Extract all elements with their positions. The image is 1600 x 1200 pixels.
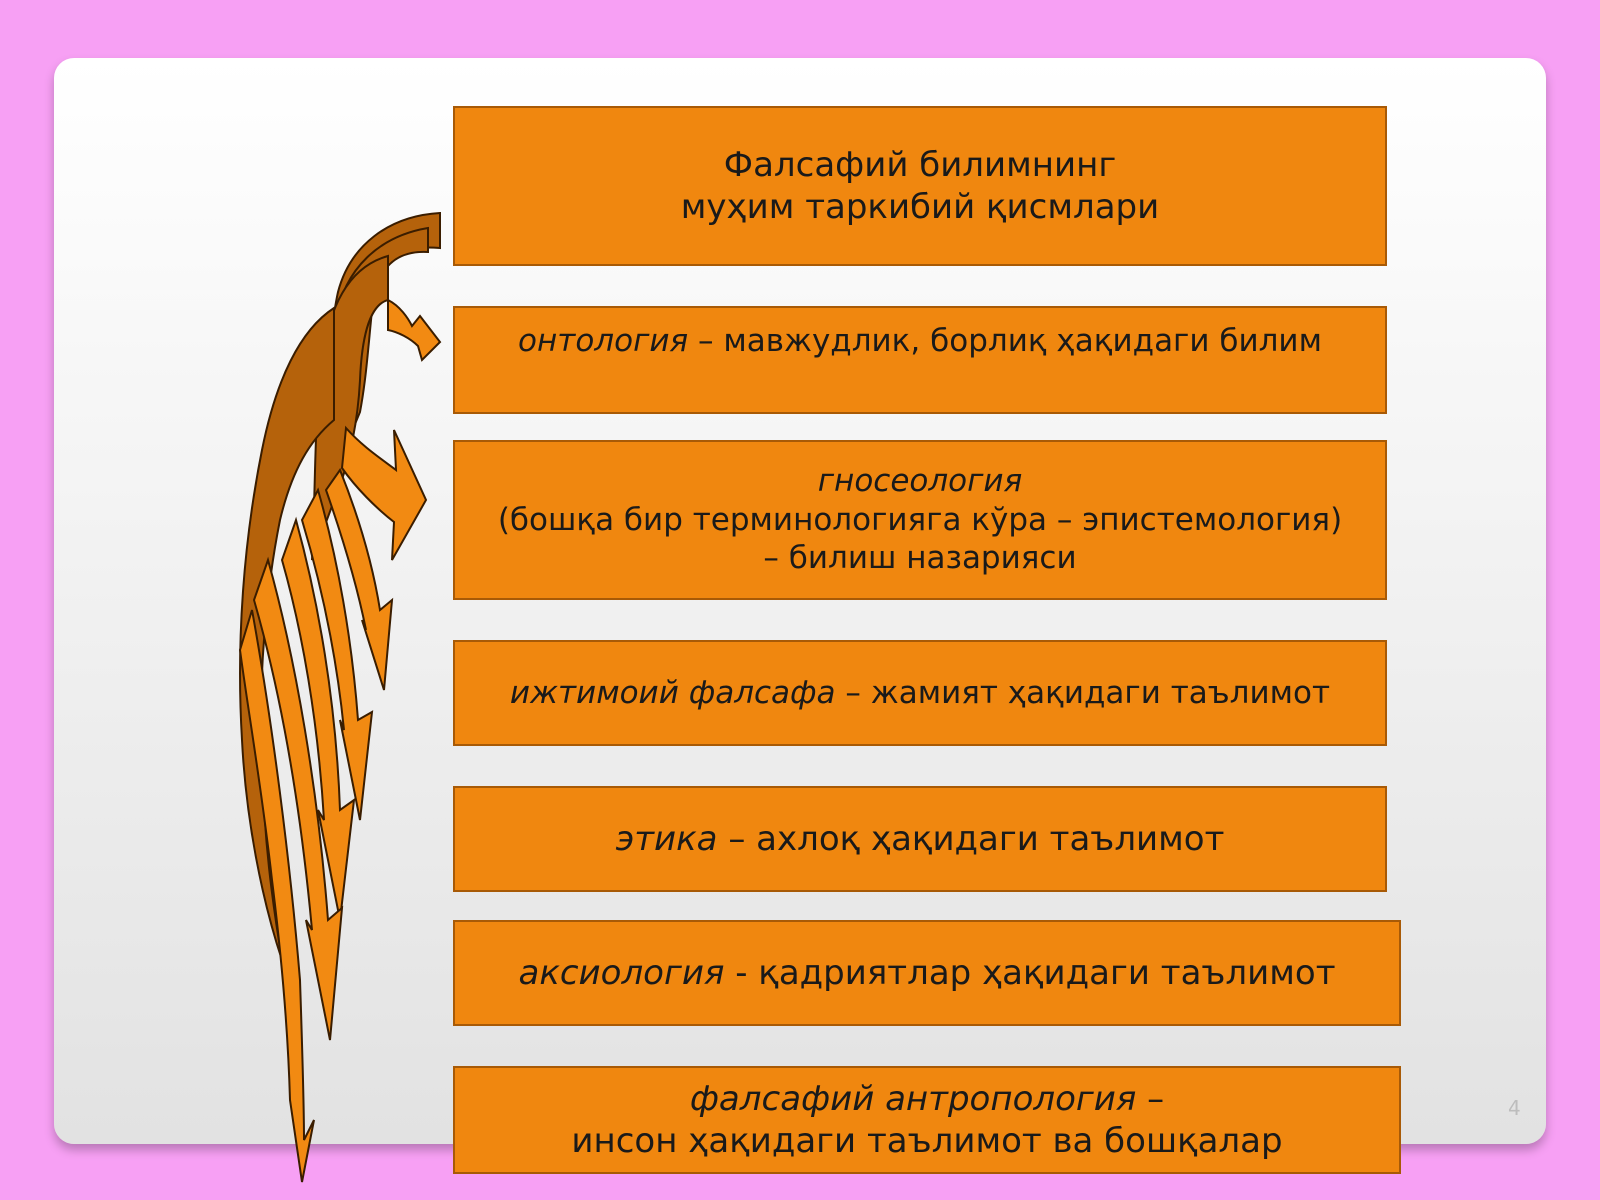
item-description: – билиш назарияси <box>763 540 1077 577</box>
item-term: этика <box>615 818 718 859</box>
curved-arrow-icon <box>238 609 315 1183</box>
item-term: ижтимоий фалсафа <box>509 674 836 711</box>
item-text-anthropology-2: инсон ҳақидаги таълимот ва бошқалар <box>571 1121 1283 1161</box>
title-line-1: Фалсафий билимнинг <box>723 144 1117 185</box>
item-box-gnoseology: гносеология (бошқа бир терминологияга кў… <box>453 440 1387 600</box>
item-term: фалсафий антропология <box>689 1078 1137 1119</box>
curved-arrow-icon <box>252 556 344 1041</box>
item-text-anthropology-1: фалсафий антропология – <box>690 1078 1164 1121</box>
item-box-ethics: этика – ахлоқ ҳақидаги таълимот <box>453 786 1387 892</box>
item-box-ontology: онтология – мавжудлик, борлиқ ҳақидаги б… <box>453 306 1387 414</box>
item-description: – жамият ҳақидаги таълимот <box>835 674 1331 711</box>
curved-arrow-icon <box>300 487 374 821</box>
item-term: гносеология <box>817 462 1023 499</box>
item-description: – <box>1136 1078 1165 1119</box>
slide-number: 4 <box>1508 1096 1521 1120</box>
item-box-axiology: аксиология - қадриятлар ҳақидаги таълимо… <box>453 920 1401 1026</box>
item-text-social-philosophy: ижтимоий фалсафа – жамият ҳақидаги таъли… <box>510 674 1330 713</box>
item-text-ethics: этика – ахлоқ ҳақидаги таълимот <box>616 818 1225 861</box>
curved-arrow-icon <box>340 425 428 561</box>
item-text-ontology: онтология – мавжудлик, борлиқ ҳақидаги б… <box>518 322 1322 361</box>
item-term: онтология <box>518 323 689 359</box>
curved-arrow-icon <box>387 298 442 362</box>
item-description: (бошқа бир терминологияга кўра – эпистем… <box>497 501 1343 538</box>
item-description: – ахлоқ ҳақидаги таълимот <box>717 818 1225 859</box>
item-description: – мавжудлик, борлиқ ҳақидаги билим <box>688 323 1322 359</box>
item-description: - қадриятлар ҳақидаги таълимот <box>724 952 1336 993</box>
item-box-anthropology: фалсафий антропология – инсон ҳақидаги т… <box>453 1066 1401 1174</box>
item-text-axiology: аксиология - қадриятлар ҳақидаги таълимо… <box>518 952 1335 995</box>
curved-arrow-icon <box>324 467 394 691</box>
item-term: аксиология <box>518 952 725 993</box>
item-box-social-philosophy: ижтимоий фалсафа – жамият ҳақидаги таъли… <box>453 640 1387 746</box>
title-box: Фалсафий билимнинг муҳим таркибий қисмла… <box>453 106 1387 266</box>
title-line-2: муҳим таркибий қисмлари <box>680 187 1160 227</box>
